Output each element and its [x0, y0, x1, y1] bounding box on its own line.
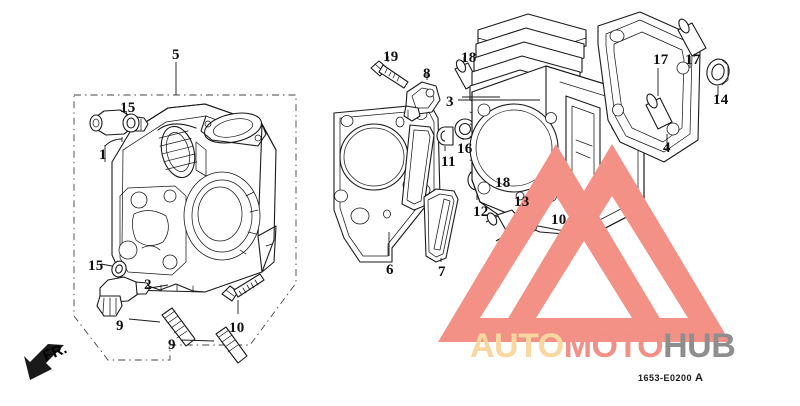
callout-oil-seal: 14 — [713, 92, 729, 108]
watermark-text: AUTOMOTOHUB — [470, 326, 800, 366]
callout-cylinder-barrel: 3 — [446, 94, 454, 110]
watermark-text-hub: HUB — [663, 327, 736, 365]
watermark-text-moto: MOTO — [563, 327, 664, 365]
part-9-stud-bolt-short — [180, 326, 248, 364]
callout-grommet-seal: 12 — [473, 204, 489, 220]
part-19-bolt — [370, 56, 409, 89]
part-number-value: 1653-E0200 — [638, 373, 693, 383]
callout-valve-tappet-cap-upper: 1 — [99, 147, 107, 163]
part-9-stud-bolt-long — [128, 307, 196, 347]
callout-cam-chain-guide-gasket: 7 — [438, 264, 446, 280]
part-14-oil-seal — [706, 58, 730, 96]
callout-o-ring-upper: 15 — [120, 100, 136, 116]
group-boundary-cylinder-head — [73, 94, 297, 361]
callout-dowel-pin-cylinder-left: 17 — [653, 52, 669, 68]
part-10-flange-bolt-left — [221, 273, 265, 314]
part-15-oring-lower — [100, 260, 127, 278]
callout-bolt-cam-chain-tensioner: 19 — [383, 49, 399, 65]
part-15-oring-upper — [122, 110, 140, 133]
part-6-cylinder-head-gasket — [333, 103, 441, 263]
callout-collar-ring: 13 — [514, 194, 530, 210]
part-2-tappet-cap — [96, 276, 169, 317]
callout-cylinder-head-gasket: 6 — [386, 262, 394, 278]
part-8-tensioner-arm — [403, 73, 441, 122]
part-17-dowel-pin-right — [677, 18, 707, 68]
callout-stud-bolt-long: 9 — [116, 318, 124, 334]
callout-cylinder-gasket: 4 — [663, 140, 671, 156]
callout-collar-bush: 11 — [441, 154, 456, 170]
callout-dowel-pin-upper: 18 — [461, 50, 477, 66]
watermark-text-auto: AUTO — [470, 327, 564, 365]
callout-valve-tappet-cap-lower: 2 — [144, 277, 152, 293]
callout-flange-bolt-left: 10 — [229, 320, 245, 336]
callout-cylinder-head-assembly: 5 — [172, 47, 180, 63]
callout-stud-bolt-short: 9 — [168, 337, 176, 353]
callout-washer: 16 — [457, 141, 473, 157]
callout-flange-bolt-right: 10 — [551, 212, 567, 228]
callout-dowel-pin-cylinder-right: 17 — [685, 52, 701, 68]
callout-dowel-pin-lower: 18 — [495, 175, 511, 191]
part-number-suffix: A — [695, 372, 704, 384]
part-17-dowel-pin-left — [645, 68, 673, 130]
cylinder-head-drawing — [111, 103, 277, 293]
callout-o-ring-lower: 15 — [88, 258, 104, 274]
callout-cam-chain-tensioner-arm: 8 — [423, 66, 431, 82]
